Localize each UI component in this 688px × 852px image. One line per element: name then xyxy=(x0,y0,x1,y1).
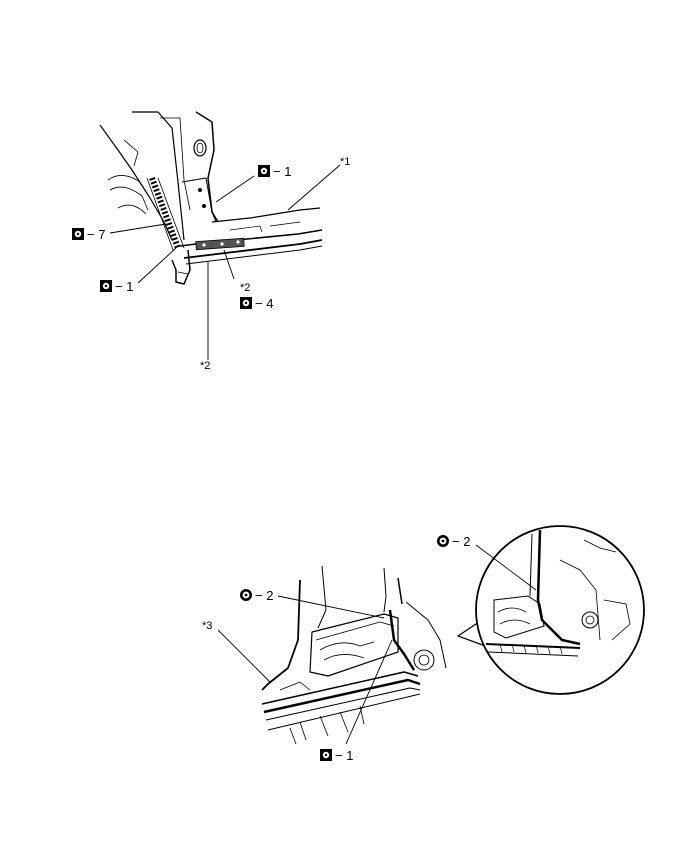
callout-label: − 1 xyxy=(335,748,353,763)
ref-star-3: *3 xyxy=(202,620,212,632)
callout-label: − 2 xyxy=(452,534,470,549)
square-weld-icon xyxy=(72,228,84,240)
magnified-detail xyxy=(456,525,645,695)
top-body-drawing xyxy=(99,111,323,285)
callout-bottom-2b: − 2 xyxy=(437,534,470,549)
square-weld-icon xyxy=(258,165,270,177)
circle-weld-icon xyxy=(437,535,449,547)
top-leader-lines xyxy=(109,164,341,360)
square-weld-icon xyxy=(240,297,252,309)
callout-bottom-1: − 1 xyxy=(320,748,353,763)
callout-label: − 7 xyxy=(87,227,105,242)
ref-star-1: *1 xyxy=(340,156,350,168)
square-weld-icon xyxy=(100,280,112,292)
ref-star-2a: *2 xyxy=(240,282,250,294)
callout-top-1b: − 1 xyxy=(100,279,133,294)
square-weld-icon xyxy=(320,749,332,761)
callout-top-7: − 7 xyxy=(72,227,105,242)
callout-label: − 1 xyxy=(273,164,291,179)
bottom-body-drawing xyxy=(261,565,447,745)
circle-weld-icon xyxy=(240,589,252,601)
callout-label: − 2 xyxy=(255,588,273,603)
callout-top-4: − 4 xyxy=(240,296,273,311)
callout-top-1: − 1 xyxy=(258,164,291,179)
callout-label: − 1 xyxy=(115,279,133,294)
bottom-leader-lines xyxy=(217,544,537,745)
ref-star-2b: *2 xyxy=(200,360,210,372)
callout-label: − 4 xyxy=(255,296,273,311)
callout-bottom-2a: − 2 xyxy=(240,588,273,603)
